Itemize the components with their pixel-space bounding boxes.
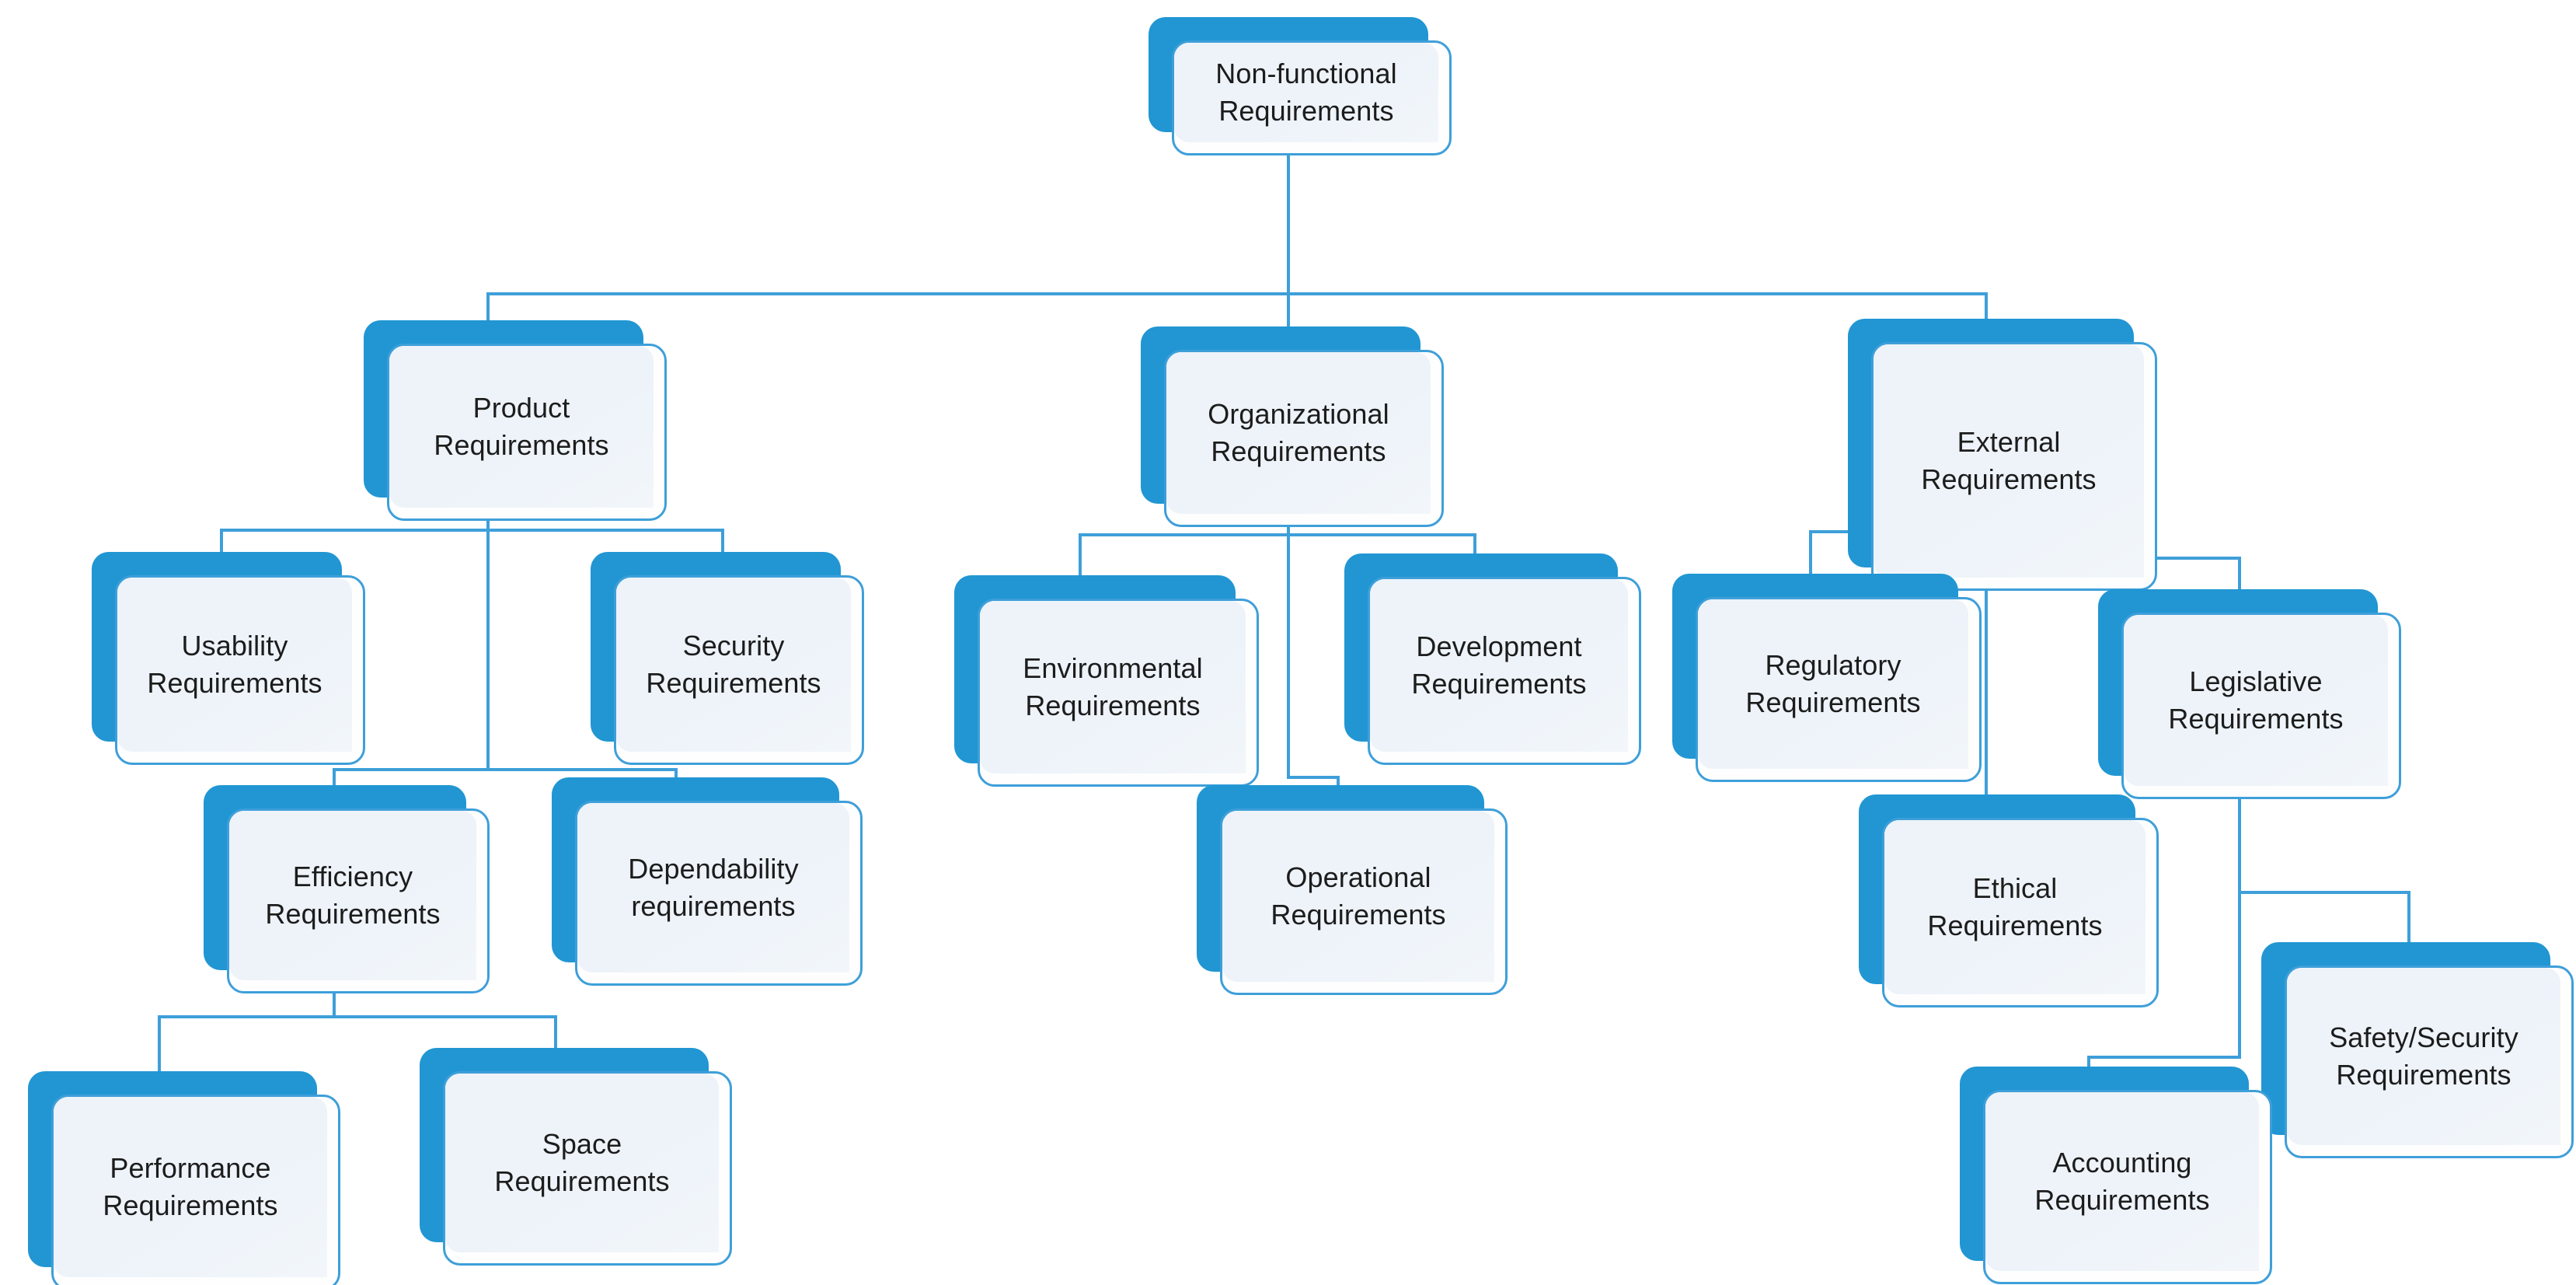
node-inner-panel-external [1874, 344, 2144, 578]
node-card-ethical [1882, 818, 2159, 1007]
node-card-performance [51, 1095, 340, 1285]
node-card-usability [115, 575, 365, 765]
node-inner-panel-accounting [1985, 1092, 2259, 1271]
node-label-dependability: Dependability requirements [628, 853, 799, 922]
node-safety-security[interactable]: Safety/Security Requirements [2261, 942, 2574, 1158]
node-external[interactable]: External Requirements [1848, 319, 2157, 591]
node-label-ethical: Ethical Requirements [1927, 872, 2103, 941]
node-usability[interactable]: Usability Requirements [92, 552, 365, 765]
node-development[interactable]: Development Requirements [1344, 553, 1641, 765]
node-environmental[interactable]: Environmental Requirements [954, 575, 1259, 787]
node-legislative[interactable]: Legislative Requirements [2098, 589, 2401, 799]
node-label-usability: Usability Requirements [147, 630, 322, 699]
node-organizational[interactable]: Organizational Requirements [1141, 326, 1444, 527]
node-inner-panel-space [445, 1074, 719, 1252]
node-inner-panel-security [616, 578, 851, 752]
node-label-external: External Requirements [1921, 426, 2097, 495]
node-card-security [614, 575, 864, 765]
node-dependability[interactable]: Dependability requirements [552, 777, 863, 986]
node-card-legislative [2121, 613, 2401, 799]
node-card-operational [1220, 808, 1508, 995]
node-label-accounting: Accounting Requirements [2034, 1147, 2210, 1216]
node-card-regulatory [1696, 597, 1982, 782]
node-inner-panel-regulatory [1698, 599, 1968, 769]
node-label-safety-security: Safety/Security Requirements [2329, 1021, 2518, 1091]
node-card-safety-security [2285, 965, 2574, 1158]
node-inner-panel-organizational [1166, 352, 1431, 514]
node-inner-panel-legislative [2124, 615, 2388, 786]
node-card-dependability [575, 801, 863, 986]
node-label-development: Development Requirements [1411, 630, 1587, 700]
node-inner-panel-operational [1222, 811, 1494, 982]
node-inner-panel-efficiency [229, 811, 476, 980]
node-ethical[interactable]: Ethical Requirements [1859, 794, 2159, 1007]
node-card-organizational [1164, 350, 1444, 527]
node-card-external [1871, 342, 2157, 591]
node-label-operational: Operational Requirements [1271, 861, 1446, 931]
node-regulatory[interactable]: Regulatory Requirements [1672, 574, 1982, 782]
node-security[interactable]: Security Requirements [591, 552, 864, 765]
node-label-space: Space Requirements [494, 1128, 670, 1197]
node-accounting[interactable]: Accounting Requirements [1960, 1067, 2272, 1284]
node-inner-panel-product [389, 346, 654, 508]
node-inner-panel-environmental [980, 601, 1246, 773]
node-performance[interactable]: Performance Requirements [28, 1071, 340, 1285]
node-inner-panel-usability [117, 578, 352, 752]
node-card-development [1368, 577, 1641, 765]
node-inner-panel-development [1370, 579, 1628, 752]
node-inner-panel-dependability [577, 803, 849, 972]
node-label-performance: Performance Requirements [103, 1152, 278, 1221]
node-non-functional[interactable]: Non-functional Requirements [1149, 17, 1452, 155]
node-product[interactable]: Product Requirements [364, 320, 667, 521]
node-label-regulatory: Regulatory Requirements [1745, 649, 1921, 718]
node-label-environmental: Environmental Requirements [1023, 652, 1203, 721]
node-inner-panel-performance [54, 1097, 327, 1277]
node-label-legislative: Legislative Requirements [2168, 665, 2344, 735]
node-card-product [387, 344, 667, 521]
node-label-product: Product Requirements [434, 392, 609, 461]
node-space[interactable]: Space Requirements [420, 1048, 732, 1266]
node-operational[interactable]: Operational Requirements [1197, 785, 1508, 995]
node-card-efficiency [227, 808, 490, 993]
node-inner-panel-safety-security [2287, 968, 2560, 1145]
node-card-space [443, 1071, 732, 1266]
node-card-environmental [978, 599, 1259, 787]
node-label-non-functional: Non-functional Requirements [1215, 58, 1397, 127]
node-label-efficiency: Efficiency Requirements [265, 861, 441, 930]
node-efficiency[interactable]: Efficiency Requirements [204, 785, 490, 993]
node-inner-panel-non-functional [1174, 43, 1438, 142]
node-card-non-functional [1172, 40, 1452, 155]
node-inner-panel-ethical [1884, 820, 2146, 994]
node-card-accounting [1983, 1090, 2272, 1284]
node-label-organizational: Organizational Requirements [1208, 398, 1389, 467]
node-label-security: Security Requirements [646, 630, 821, 699]
